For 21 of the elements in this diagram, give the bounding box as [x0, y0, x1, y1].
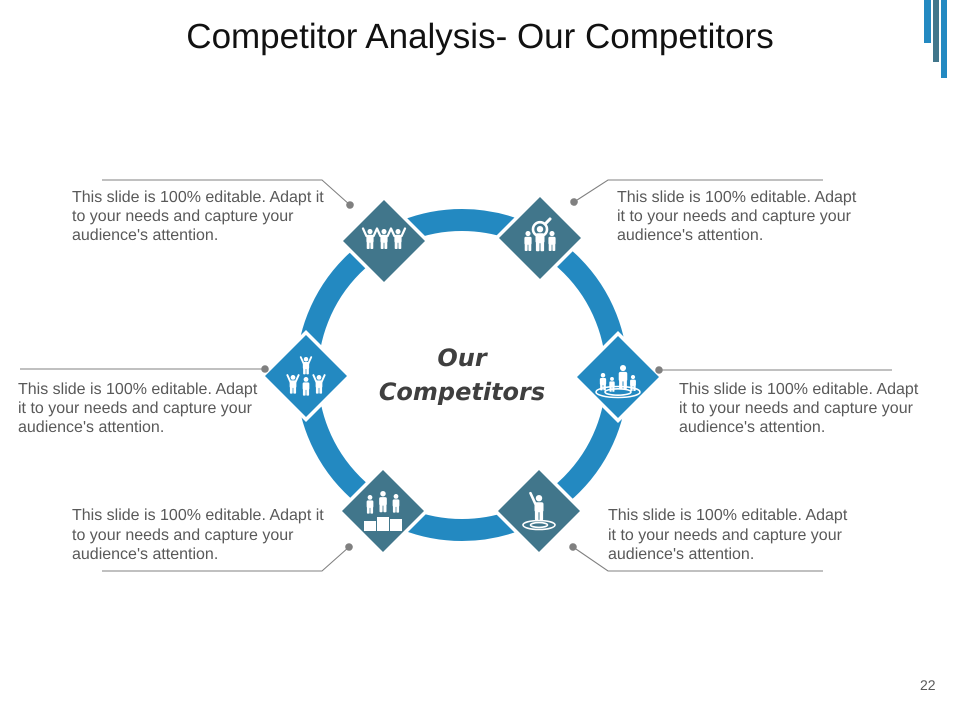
diamond-tile [265, 335, 347, 417]
diamond-tile [343, 200, 425, 282]
leader-line [570, 179, 823, 206]
leader-line [102, 179, 354, 209]
description-text: This slide is 100% editable. Adapt it to your needs and capture your audience's attention. [600, 506, 854, 571]
leader-line [102, 543, 353, 572]
description-text: This slide is 100% editable. Adapt it to your needs and capture your audience's attention. [72, 506, 330, 571]
diamond-tile [498, 470, 580, 552]
description-text: This slide is 100% editable. Adapt it to your needs and capture your audience's attention. [18, 369, 264, 438]
description-text: This slide is 100% editable. Adapt it to your needs and capture your audience's attention. [72, 180, 330, 246]
leader-line [20, 365, 269, 373]
diamond-tile [342, 470, 424, 552]
page-number: 22 [920, 677, 936, 693]
diamond-tile [577, 336, 659, 418]
leader-line [655, 366, 892, 374]
slide-title: Competitor Analysis- Our Competitors [186, 16, 774, 58]
center-title: Our Competitors [378, 343, 546, 408]
leader-line [569, 543, 823, 572]
description-text: This slide is 100% editable. Adapt it to your needs and capture your audience's attention. [600, 180, 863, 246]
description-text: This slide is 100% editable. Adapt it to your needs and capture your audience's attention. [668, 370, 925, 438]
diamond-tile [499, 197, 581, 279]
